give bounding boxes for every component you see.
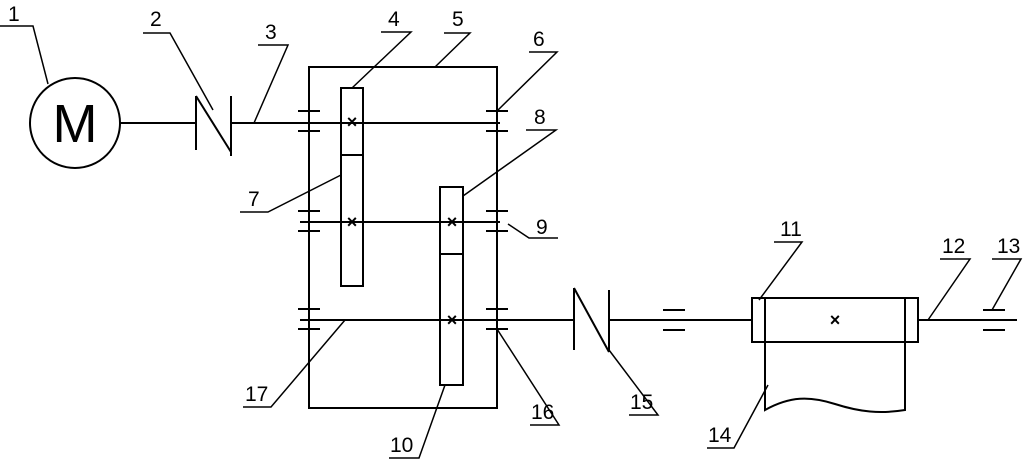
bearing-13 bbox=[983, 309, 1005, 331]
label-15: 15 bbox=[630, 391, 653, 414]
axis-mark-gear10: × bbox=[447, 310, 458, 330]
label-10: 10 bbox=[390, 434, 413, 457]
label-9: 9 bbox=[536, 216, 548, 239]
label-7: 7 bbox=[248, 188, 260, 211]
callout-labels: 1 2 3 4 5 6 7 8 9 10 11 12 13 14 15 16 1… bbox=[8, 3, 1020, 457]
housing-bearings-left bbox=[298, 110, 320, 330]
label-11: 11 bbox=[780, 218, 802, 241]
label-16: 16 bbox=[531, 401, 554, 424]
label-6: 6 bbox=[533, 28, 545, 51]
motor-letter: M bbox=[53, 94, 98, 154]
shaft-bearing bbox=[663, 309, 685, 331]
label-14: 14 bbox=[708, 424, 732, 447]
label-5: 5 bbox=[452, 8, 464, 31]
label-3: 3 bbox=[265, 21, 277, 44]
axis-mark-gear7: × bbox=[347, 212, 358, 232]
belt-14 bbox=[764, 342, 906, 413]
label-4: 4 bbox=[388, 8, 400, 31]
label-2: 2 bbox=[150, 8, 162, 31]
axis-mark-gear8: × bbox=[447, 212, 458, 232]
axis-mark-drum: × bbox=[830, 310, 841, 330]
motor: M bbox=[29, 77, 121, 169]
coupling-2 bbox=[195, 95, 232, 156]
gear-pair-8-10 bbox=[439, 186, 464, 386]
gearbox-housing bbox=[308, 66, 498, 409]
label-8: 8 bbox=[534, 106, 546, 129]
coupling-15 bbox=[573, 287, 610, 353]
leader-lines bbox=[0, 25, 1023, 459]
axis-mark-gear4: × bbox=[347, 112, 358, 132]
label-17: 17 bbox=[245, 383, 268, 406]
label-13: 13 bbox=[997, 235, 1020, 258]
label-1: 1 bbox=[8, 3, 20, 26]
label-12: 12 bbox=[942, 235, 965, 258]
